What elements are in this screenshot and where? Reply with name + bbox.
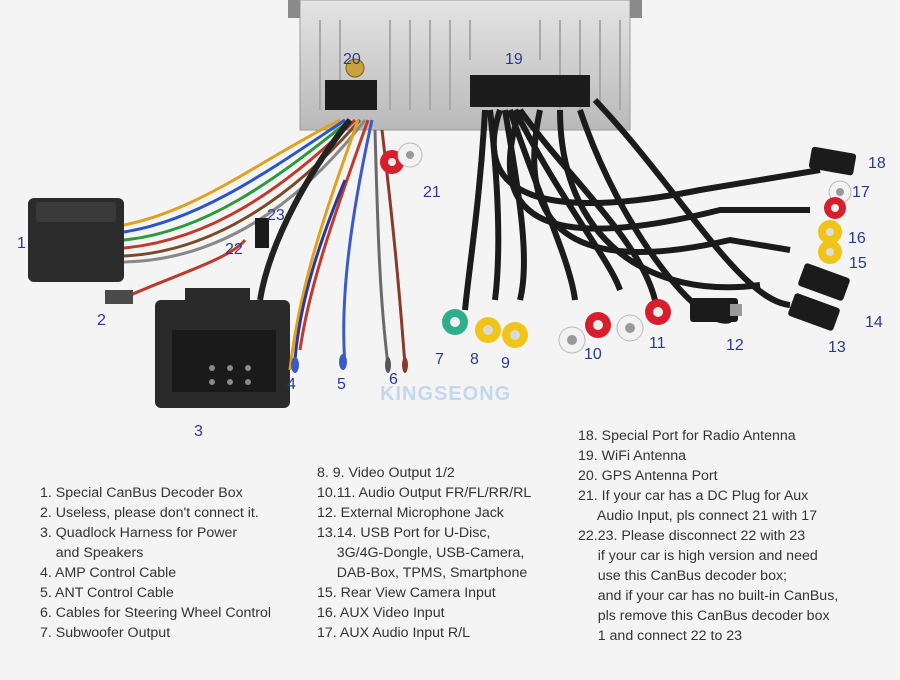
legend-item: 17. AUX Audio Input R/L <box>317 625 471 641</box>
head-unit-rear <box>288 0 642 131</box>
callout-14: 14 <box>865 314 883 331</box>
callout-19: 19 <box>505 51 523 68</box>
callout-4: 4 <box>287 376 296 393</box>
legend-item: if your car is high version and need <box>578 548 818 564</box>
legend-right: 18. Special Port for Radio Antenna 19. W… <box>578 426 838 646</box>
legend-item: 7. Subwoofer Output <box>40 625 171 641</box>
legend-item: 19. WiFi Antenna <box>578 448 687 464</box>
legend-item: 15. Rear View Camera Input <box>317 585 496 601</box>
legend-item: 21. If your car has a DC Plug for Aux <box>578 488 809 504</box>
legend-item: 1. Special CanBus Decoder Box <box>40 485 243 501</box>
legend-item: 1 and connect 22 to 23 <box>578 628 743 644</box>
legend-item: and Speakers <box>40 545 144 561</box>
legend-item: 18. Special Port for Radio Antenna <box>578 428 796 444</box>
callout-15: 15 <box>849 255 867 272</box>
legend-item: Audio Input, pls connect 21 with 17 <box>578 508 817 524</box>
legend-item: 3G/4G-Dongle, USB-Camera, <box>317 545 525 561</box>
legend-item: use this CanBus decoder box; <box>578 568 787 584</box>
callout-20: 20 <box>343 51 361 68</box>
callout-8: 8 <box>470 351 479 368</box>
wire-bundle <box>119 118 407 371</box>
wiring-diagram: 1 2 3 4 5 6 7 8 9 10 11 12 13 14 15 16 1… <box>17 0 886 440</box>
callout-12: 12 <box>726 337 744 354</box>
callout-16: 16 <box>848 230 866 247</box>
callout-2: 2 <box>97 312 106 329</box>
callout-9: 9 <box>501 355 510 372</box>
callout-7: 7 <box>435 351 444 368</box>
legend-item: 16. AUX Video Input <box>317 605 445 621</box>
legend-item: 5. ANT Control Cable <box>40 585 174 601</box>
legend-item: 12. External Microphone Jack <box>317 505 504 521</box>
callout-5: 5 <box>337 376 346 393</box>
callout-17: 17 <box>852 184 870 201</box>
legend-item: DAB-Box, TPMS, Smartphone <box>317 565 528 581</box>
callout-3: 3 <box>194 423 203 440</box>
legend-item: and if your car has no built-in CanBus, <box>578 588 839 604</box>
callout-18: 18 <box>868 155 886 172</box>
callout-10: 10 <box>584 346 602 363</box>
legend-item: 13.14. USB Port for U-Disc, <box>317 525 491 541</box>
callout-6: 6 <box>389 371 398 388</box>
canbus-decoder-box <box>28 198 124 282</box>
callout-11: 11 <box>649 335 666 352</box>
callout-22: 22 <box>225 241 243 258</box>
legend-item: 10.11. Audio Output FR/FL/RR/RL <box>317 485 532 501</box>
legend-left: 1. Special CanBus Decoder Box 2. Useless… <box>40 483 271 643</box>
legend-item: 22.23. Please disconnect 22 with 23 <box>578 528 806 544</box>
legend-middle: 8. 9. Video Output 1/2 10.11. Audio Outp… <box>317 463 531 643</box>
callout-1: 1 <box>17 235 26 252</box>
legend-item: 3. Quadlock Harness for Power <box>40 525 238 541</box>
brand-watermark: KINGSEONG <box>380 383 512 405</box>
legend-item: 20. GPS Antenna Port <box>578 468 718 484</box>
legend-item: 2. Useless, please don't connect it. <box>40 505 259 521</box>
callout-13: 13 <box>828 339 846 356</box>
callout-23: 23 <box>267 207 285 224</box>
legend-item: 4. AMP Control Cable <box>40 565 177 581</box>
black-cables <box>462 97 821 324</box>
rca-plugs <box>105 142 857 373</box>
callout-21: 21 <box>423 184 441 201</box>
harness-illustration <box>28 0 857 408</box>
legend-item: pls remove this CanBus decoder box <box>578 608 830 624</box>
legend-item: 8. 9. Video Output 1/2 <box>317 465 455 481</box>
quadlock-connector <box>155 288 290 408</box>
legend-item: 6. Cables for Steering Wheel Control <box>40 605 272 621</box>
